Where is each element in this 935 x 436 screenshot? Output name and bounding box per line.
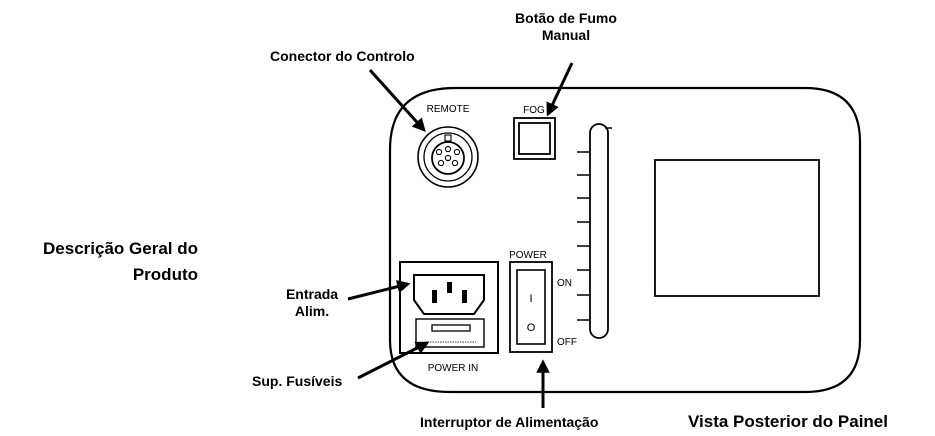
callout-power-switch: Interruptor de Alimentação [420, 414, 599, 430]
view-title: Vista Posterior do Painel [688, 412, 888, 431]
section-title-line-2: Produto [132, 265, 198, 284]
fluid-level-window [577, 123, 612, 339]
remote-connector-arrow [368, 68, 426, 133]
callout-fog-button-line-1: Botão de Fumo [515, 10, 617, 26]
label-area [654, 159, 820, 297]
section-title-line-1: Descrição Geral do [43, 239, 198, 258]
power-switch[interactable] [509, 261, 553, 353]
remote-connector[interactable] [417, 126, 479, 188]
fuse-holder-arrow [357, 341, 430, 380]
callout-power-inlet-line-1: Entrada [285, 286, 339, 302]
fog-button[interactable] [513, 117, 556, 160]
on-label: ON [557, 278, 572, 289]
off-label: OFF [557, 337, 577, 348]
remote-label: REMOTE [427, 104, 470, 115]
rear-panel-outline [388, 86, 862, 394]
section-title: Descrição Geral do Produto [20, 236, 198, 288]
power-inlet-arrow [347, 280, 411, 301]
power-inlet-socket[interactable] [413, 274, 485, 315]
fog-label: FOG [523, 105, 545, 116]
callout-power-inlet-line-2: Alim. [294, 302, 330, 319]
fuse-holder[interactable] [415, 318, 485, 348]
callout-remote-connector: Conector do Controlo [270, 48, 415, 64]
fog-button-arrow [546, 62, 574, 117]
callout-power-inlet: Entrada Alim. [270, 286, 354, 320]
callout-fog-button-line-2: Manual [541, 26, 591, 43]
callout-fog-button: Botão de Fumo Manual [500, 10, 632, 44]
power-in-label: POWER IN [428, 363, 479, 374]
power-label: POWER [509, 250, 547, 261]
switch-off-mark: O [527, 322, 536, 334]
callout-fuse-holder: Sup. Fusíveis [252, 373, 343, 389]
switch-on-mark: I [529, 293, 532, 305]
